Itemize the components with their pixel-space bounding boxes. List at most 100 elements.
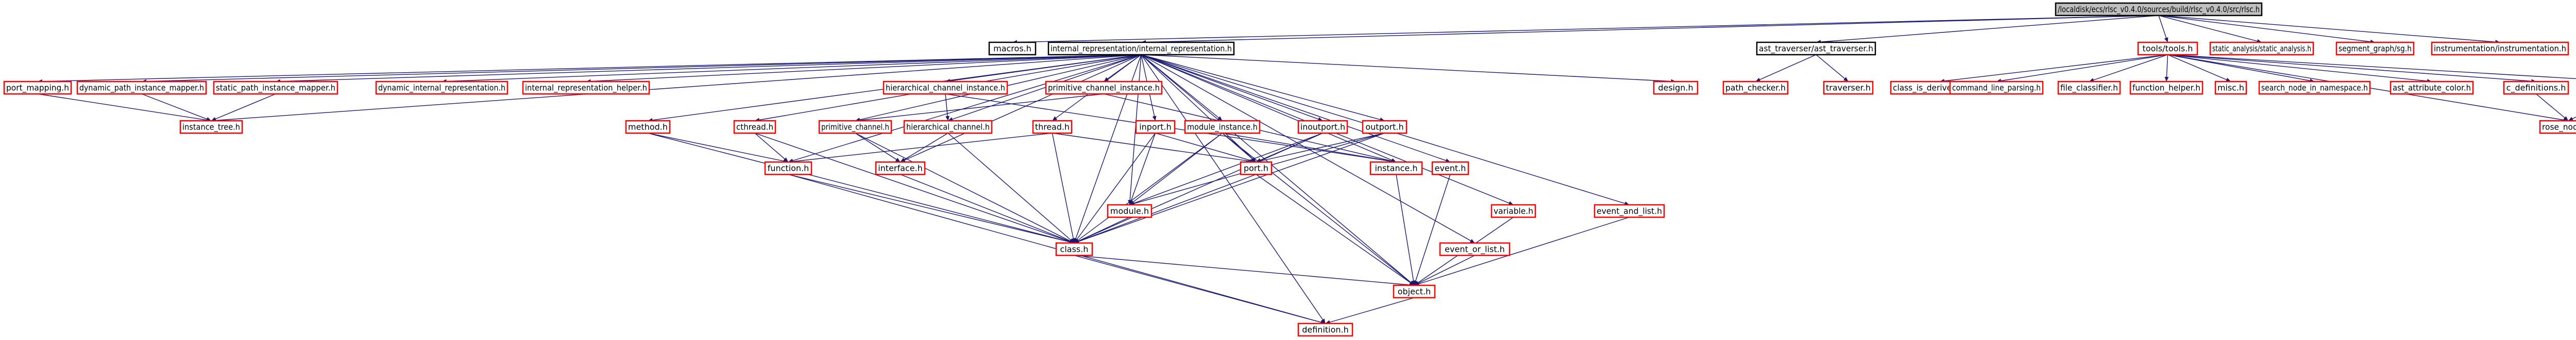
edge-ir-to-stat_path [275,54,1142,84]
node-misc[interactable]: misc.h [2214,80,2247,95]
node-instance-tree[interactable]: instance_tree.h [179,120,243,134]
node-port[interactable]: port.h [1240,161,1273,175]
edge-thread-to-function [788,133,1053,164]
arrowhead [1469,239,1475,243]
node-label: traverser.h [1826,83,1871,93]
node-class[interactable]: class.h [1055,242,1093,256]
node-label: misc.h [2217,83,2244,93]
node-outport[interactable]: outport.h [1362,120,1408,134]
node-module[interactable]: module.h [1107,204,1153,218]
arrowhead [1071,238,1076,243]
arrowhead [945,116,950,121]
node-hci[interactable]: hierarchical_channel_instance.h [883,80,1008,95]
node-event-and[interactable]: event_and_list.h [1594,204,1665,218]
arrowhead [1321,318,1326,323]
node-label: module_instance.h [1187,122,1258,133]
edge-hci-to-hier_chan [945,93,950,121]
arrowhead [2568,117,2573,121]
node-traverser[interactable]: traverser.h [1823,80,1874,95]
node-variable[interactable]: variable.h [1490,204,1536,218]
node-instr[interactable]: instrumentation/instrumentation.h [2431,41,2569,56]
arrowhead [1508,201,1514,205]
arrowhead [1251,157,1256,162]
edge-ast-to-traverser [1816,54,1849,82]
node-label: class.h [1060,245,1089,254]
edge-inoutport-to-module [1129,133,1323,205]
edge-pci-to-prim_chan [855,93,1104,123]
node-label: variable.h [1494,206,1533,216]
node-interface[interactable]: interface.h [875,161,926,175]
arrowhead [206,117,211,121]
node-ir-helper[interactable]: internal_representation_helper.h [522,80,650,95]
node-path-checker[interactable]: path_checker.h [1722,80,1789,95]
node-hier-chan[interactable]: hierarchical_channel.h [903,120,993,134]
node-ir[interactable]: internal_representation/internal_represe… [1047,41,1235,56]
node-ast[interactable]: ast_traverser/ast_traverser.h [1756,41,1876,56]
edge-ir-to-event [1141,54,1451,163]
node-dyn-ir[interactable]: dynamic_internal_representation.h [375,80,509,95]
node-instance[interactable]: instance.h [1369,161,1423,175]
arrowhead [1755,77,1761,82]
node-func-helper[interactable]: function_helper.h [2129,80,2204,95]
node-port-mapping[interactable]: port_mapping.h [3,80,72,95]
arrowhead [2226,77,2231,82]
node-dyn-path[interactable]: dynamic_path_instance_mapper.h [76,80,207,95]
node-function[interactable]: function.h [764,161,812,175]
node-inoutport[interactable]: inoutport.h [1297,120,1348,134]
arrowhead [1152,116,1157,121]
edge-cthread-to-class [754,133,1075,244]
edge-dyn_path-to-instance_tree [141,93,212,121]
node-stat-path[interactable]: static_path_instance_mapper.h [213,80,338,95]
node-design[interactable]: design.h [1653,80,1699,95]
edge-interface-to-class [900,174,1075,244]
node-search-node[interactable]: search_node_in_namespace.h [2258,80,2371,95]
node-thread[interactable]: thread.h [1032,120,1073,134]
node-label: inoutport.h [1300,122,1345,132]
node-label: static_analysis/static_analysis.h [2212,44,2311,54]
node-definition[interactable]: definition.h [1297,322,1353,337]
node-label: hierarchical_channel_instance.h [886,83,1005,93]
node-mod-inst[interactable]: module_instance.h [1184,120,1261,134]
edge-tools-to-c_defs [2167,54,2536,84]
node-label: method.h [628,122,668,132]
node-object[interactable]: object.h [1393,284,1436,299]
node-label: /localdisk/ecs/rlsc_v0.4.0/sources/build… [2058,5,2260,15]
edge-event_or-to-object [1414,255,1475,286]
node-pci[interactable]: primitive_channel_instance.h [1045,80,1163,95]
node-method[interactable]: method.h [625,120,671,134]
edge-instance-to-object [1396,174,1416,286]
edge-port-to-object [1256,174,1415,286]
node-label: port.h [1244,164,1268,173]
edge-outport-to-class [1074,133,1385,244]
node-cthread[interactable]: cthread.h [733,120,776,134]
node-ast-attr[interactable]: ast_attribute_color.h [2389,80,2474,95]
edge-c_defs-to-rose_nodes [2536,93,2569,121]
node-inport[interactable]: inport.h [1135,120,1176,134]
edge-inoutport-to-class [1074,133,1323,244]
node-label: internal_representation_helper.h [525,83,647,93]
arrowhead [2563,116,2568,121]
edge-inport-to-class [1074,133,1156,244]
node-tools[interactable]: tools/tools.h [2137,41,2198,56]
arrowhead [1052,116,1058,121]
node-macros[interactable]: macros.h [988,41,1037,56]
edge-mod_inst-to-instance [1222,133,1397,164]
node-event-or[interactable]: event_or_list.h [1439,242,1511,256]
node-label: function.h [768,164,809,173]
edge-root-to-instr [2158,15,2500,44]
node-prim-chan[interactable]: primitive_channel.h [818,120,892,134]
arrowhead [2164,37,2168,42]
node-cmdline[interactable]: command_line_parsing.h [1949,80,2044,95]
node-label: object.h [1398,287,1431,297]
node-rose-nodes[interactable]: rose_nodes.h [2539,120,2576,134]
node-static[interactable]: static_analysis/static_analysis.h [2209,41,2314,56]
node-label: interface.h [878,164,923,173]
edge-class-to-definition [1074,255,1326,325]
arrowhead [1104,77,1109,82]
node-event[interactable]: event.h [1431,161,1469,175]
node-label: c_definitions.h [2506,83,2566,93]
node-file-class[interactable]: file_classifier.h [2057,80,2121,95]
node-c-defs[interactable]: c_definitions.h [2503,80,2569,95]
node-segment[interactable]: segment_graph/sg.h [2335,41,2415,56]
